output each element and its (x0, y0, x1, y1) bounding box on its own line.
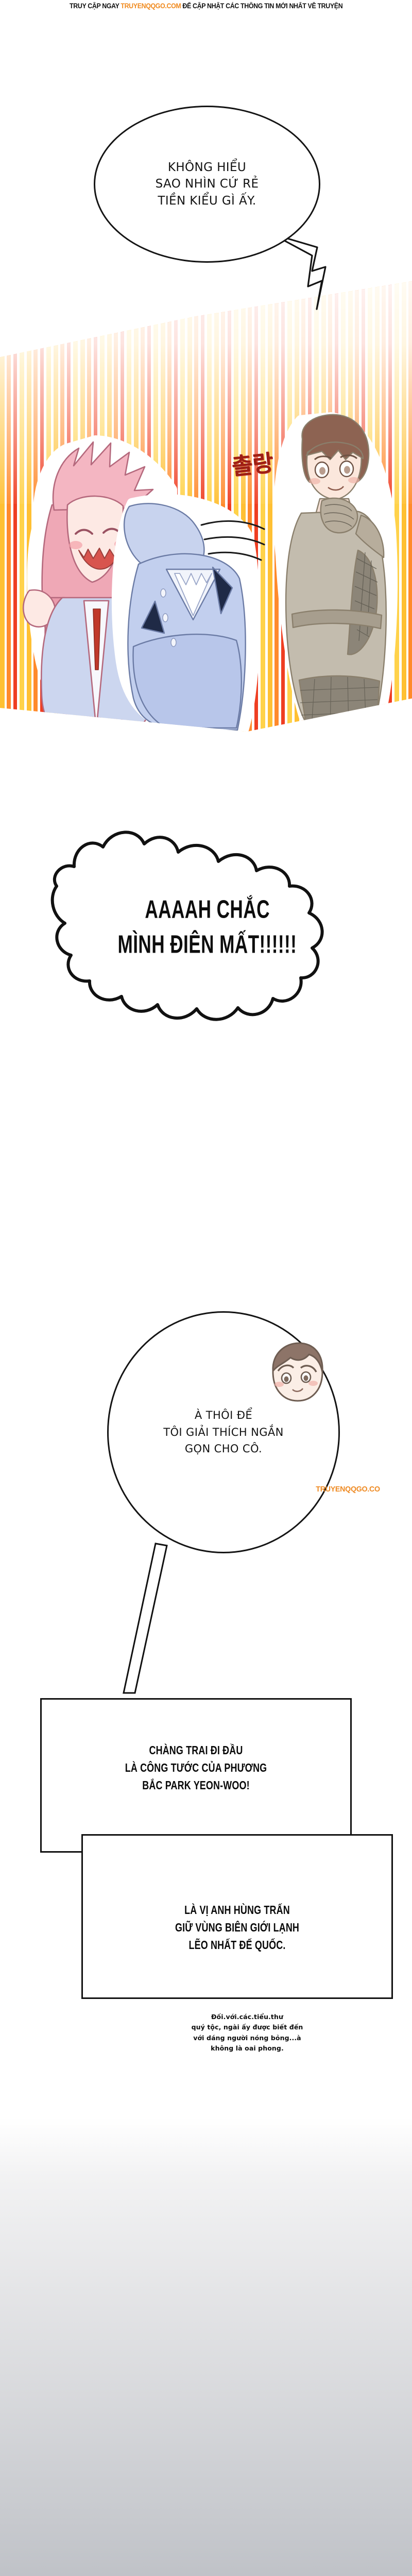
shout-bubble: AAAAH CHẮC MÌNH ĐIÊN MẤT!!!!!! (46, 824, 368, 1030)
narr2-line3: LẼO NHẤT ĐẾ QUỐC. (188, 1938, 286, 1952)
bubble1-line1: KHÔNG HIỂU (167, 160, 247, 174)
character-blue-coat-figure (111, 494, 265, 732)
bubble2-line1: À THÔI ĐỂ (194, 1409, 253, 1422)
narration-box-2 (81, 1834, 393, 1999)
character-brown-haired-knight (273, 412, 398, 732)
narr1-line3: BẮC PARK YEON-WOO! (142, 1778, 250, 1792)
speech-bubble-1-tail (271, 233, 327, 310)
narr3-line1: Đối.với.các.tiểu.thư (211, 2013, 284, 2021)
top-banner-suffix: ĐỂ CẬP NHẬT CÁC THÔNG TIN MỚI NHẤT VỀ TR… (181, 2, 343, 10)
panel-comedy-scene: 촐랑 (0, 258, 412, 732)
top-banner-text: TRUY CẬP NGAY TRUYENQQGO.COM ĐỂ CẬP NHẬT… (69, 2, 343, 10)
narr3-line2: quý tộc, ngài ấy được biết đến (191, 2023, 303, 2031)
narration-box-1-text: CHÀNG TRAI ĐI ĐẦU LÀ CÔNG TƯỚC CỦA PHƯƠN… (75, 1741, 318, 1794)
narr3-line4: không là oai phong. (211, 2044, 284, 2052)
top-banner-domain[interactable]: TRUYENQQGO.COM (121, 2, 181, 10)
narr3-line3: với dáng người nóng bỏng...à (193, 2033, 301, 2042)
narration-box-1 (40, 1698, 352, 1853)
bubble2-line3: GỌN CHO CÔ. (184, 1443, 263, 1455)
sfx-korean-text: 촐랑 (230, 449, 275, 481)
bubble2-line2: TÔI GIẢI THÍCH NGẮN (163, 1426, 284, 1438)
narr1-line1: CHÀNG TRAI ĐI ĐẦU (149, 1743, 243, 1757)
speech-bubble-1: KHÔNG HIỂU SAO NHÌN CỨ RẺ TIỀN KIỂU GÌ Ấ… (94, 106, 320, 263)
narr2-line1: LÀ VỊ ANH HÙNG TRẤN (184, 1903, 290, 1917)
bubble1-line2: SAO NHÌN CỨ RẺ (155, 177, 259, 191)
top-promo-banner: TRUY CẬP NGAY TRUYENQQGO.COM ĐỂ CẬP NHẬT… (0, 0, 412, 11)
narration-box-2-text: LÀ VỊ ANH HÙNG TRẤN GIỮ VÙNG BIÊN GIỚI L… (116, 1901, 359, 1954)
panel-duke-reveal: TRUYENQQGO.COM (0, 2117, 412, 2576)
shout-bubble-shape (50, 831, 324, 1021)
top-banner-prefix: TRUY CẬP NGAY (69, 2, 121, 10)
panel-striped-background: 촐랑 (0, 281, 412, 732)
narration-small-text: Đối.với.các.tiểu.thư quý tộc, ngài ấy đư… (144, 2012, 350, 2054)
narr1-line2: LÀ CÔNG TƯỚC CỦA PHƯƠNG (125, 1761, 267, 1775)
watermark-middle: TRUYENQQGO.CO (316, 1485, 380, 1494)
speech-bubble-2-tail (123, 1543, 168, 1694)
bubble1-line3: TIỀN KIỂU GÌ ẤY. (158, 194, 256, 208)
chibi-head-icon (272, 1342, 323, 1402)
narr2-line2: GIỮ VÙNG BIÊN GIỚI LẠNH (175, 1921, 300, 1935)
